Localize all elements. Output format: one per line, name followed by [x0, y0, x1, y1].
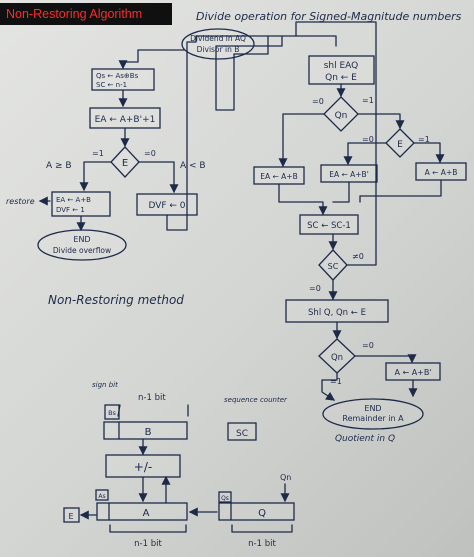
shift-q-text: Shl Q, Qn ← E [308, 308, 366, 318]
arrow-e-to-dvf [138, 161, 179, 194]
arrow-e-to-restore [79, 161, 112, 192]
op-mid-text: EA ← A+B' [329, 170, 369, 179]
page-title-banner: Non-Restoring Algorithm [0, 3, 172, 25]
final-end-terminal [322, 398, 424, 430]
dvf-zero-text: DVF ← 0 [148, 201, 185, 211]
arrow-opright-join [359, 179, 442, 203]
method-caption: Non-Restoring method [48, 293, 184, 307]
sc-decision-label: SC [328, 262, 339, 271]
arrow-opleft-to-sc [278, 183, 328, 216]
add-complement-text: EA ← A+B'+1 [95, 115, 156, 125]
init-line-2: SC ← n-1 [96, 81, 127, 89]
e-decision-label: E [122, 158, 128, 169]
qn-eq0-label: =0 [312, 97, 324, 106]
cond-a-lt-b: A < B [180, 161, 206, 171]
arrow-qn2-to-final-op [354, 354, 417, 364]
qs-label: Qs [221, 495, 229, 502]
n1-bit-a-label: n-1 bit [134, 539, 162, 549]
final-op-text: A ← A+B' [394, 368, 431, 377]
q-register-label: Q [258, 508, 266, 519]
e-flag-box [63, 507, 80, 523]
e-decision-diamond [110, 146, 140, 178]
arrow-opmid-join [332, 181, 350, 203]
overflow-end-line-1: END [73, 235, 90, 244]
sc-register [227, 422, 257, 441]
shift-line-1: shl EAQ [324, 61, 359, 71]
sc-eq0-label: =0 [309, 284, 321, 293]
arrow-e-to-op-mid [343, 142, 387, 166]
b-register-label: B [145, 427, 152, 438]
qs-flag-box [218, 491, 232, 503]
e-flag-label: E [68, 512, 73, 521]
adder-label: +/- [134, 460, 152, 474]
arrow-start-to-init [118, 49, 185, 70]
arrow-loop-back [295, 21, 377, 266]
left-branch-eq0: =0 [144, 149, 156, 158]
qn-decision-diamond [323, 96, 359, 132]
e-decision-right-diamond [385, 128, 415, 158]
q-width-bracket [231, 524, 293, 533]
qn2-decision-label: Qn [331, 353, 343, 363]
sc-decrement-text: SC ← SC-1 [307, 221, 351, 231]
n1-bit-top-label: n-1 bit [138, 393, 166, 403]
left-branch-eq1: =1 [92, 149, 104, 158]
arrow-dvf-to-shift [166, 35, 337, 231]
op-left-text: EA ← A+B [260, 172, 297, 181]
a-register-label: A [143, 508, 150, 519]
qn2-eq0-label: =0 [362, 341, 374, 350]
qn-decision-label: Qn [335, 111, 348, 121]
qn-output-label: Qn [280, 473, 291, 482]
sign-bit-label: sign bit [92, 381, 118, 389]
overflow-end-line-2: Divide overflow [53, 246, 111, 255]
arrow-qn2-to-end [321, 372, 338, 401]
as-label: As [98, 493, 105, 500]
cond-a-ge-b: A ≥ B [46, 161, 72, 171]
bs-flag-box [104, 404, 120, 420]
sc-register-label: SC [236, 429, 248, 439]
diagram-header: Divide operation for Signed-Magnitude nu… [196, 10, 462, 23]
a-register [96, 502, 188, 521]
init-line-1: Qs ← As⊕Bs [96, 72, 139, 80]
final-end-line-3: Quotient in Q [335, 434, 395, 444]
arrow-e-to-op-right [413, 142, 445, 164]
sc-ne0-label: ≠0 [352, 252, 364, 261]
start-line-1: Dividend in AQ [190, 34, 246, 43]
start-line-2: Divisor in B [197, 45, 240, 54]
qn2-eq1-label: =1 [330, 377, 342, 386]
op-right-text: A ← A+B [425, 168, 458, 177]
arrow-qn-to-op-left [278, 113, 325, 168]
e-right-eq1: =1 [418, 135, 430, 144]
sc-decrement-box [299, 214, 359, 235]
restore-line-2: DVF ← 1 [56, 206, 85, 214]
shift-eaq-box [308, 55, 375, 85]
overflow-end-terminal [37, 229, 127, 261]
b-register [103, 421, 188, 440]
as-flag-box [95, 489, 109, 501]
seq-counter-label: sequence counter [224, 396, 288, 404]
restore-line-1: EA ← A+B [56, 196, 91, 204]
restore-label: restore [6, 197, 35, 206]
bs-label: Bs [108, 409, 116, 417]
a-width-bracket [109, 524, 187, 533]
qn-eq1-label: =1 [362, 96, 374, 105]
final-end-line-2: Remainder in A [342, 414, 404, 423]
shift-line-2: Qn ← E [325, 73, 357, 83]
e-right-eq0: =0 [362, 135, 374, 144]
e-right-label: E [397, 140, 403, 150]
q-register [218, 502, 295, 521]
final-end-line-1: END [364, 404, 381, 413]
arrow-qn-to-e [357, 113, 405, 130]
n1-bit-q-label: n-1 bit [248, 539, 276, 549]
